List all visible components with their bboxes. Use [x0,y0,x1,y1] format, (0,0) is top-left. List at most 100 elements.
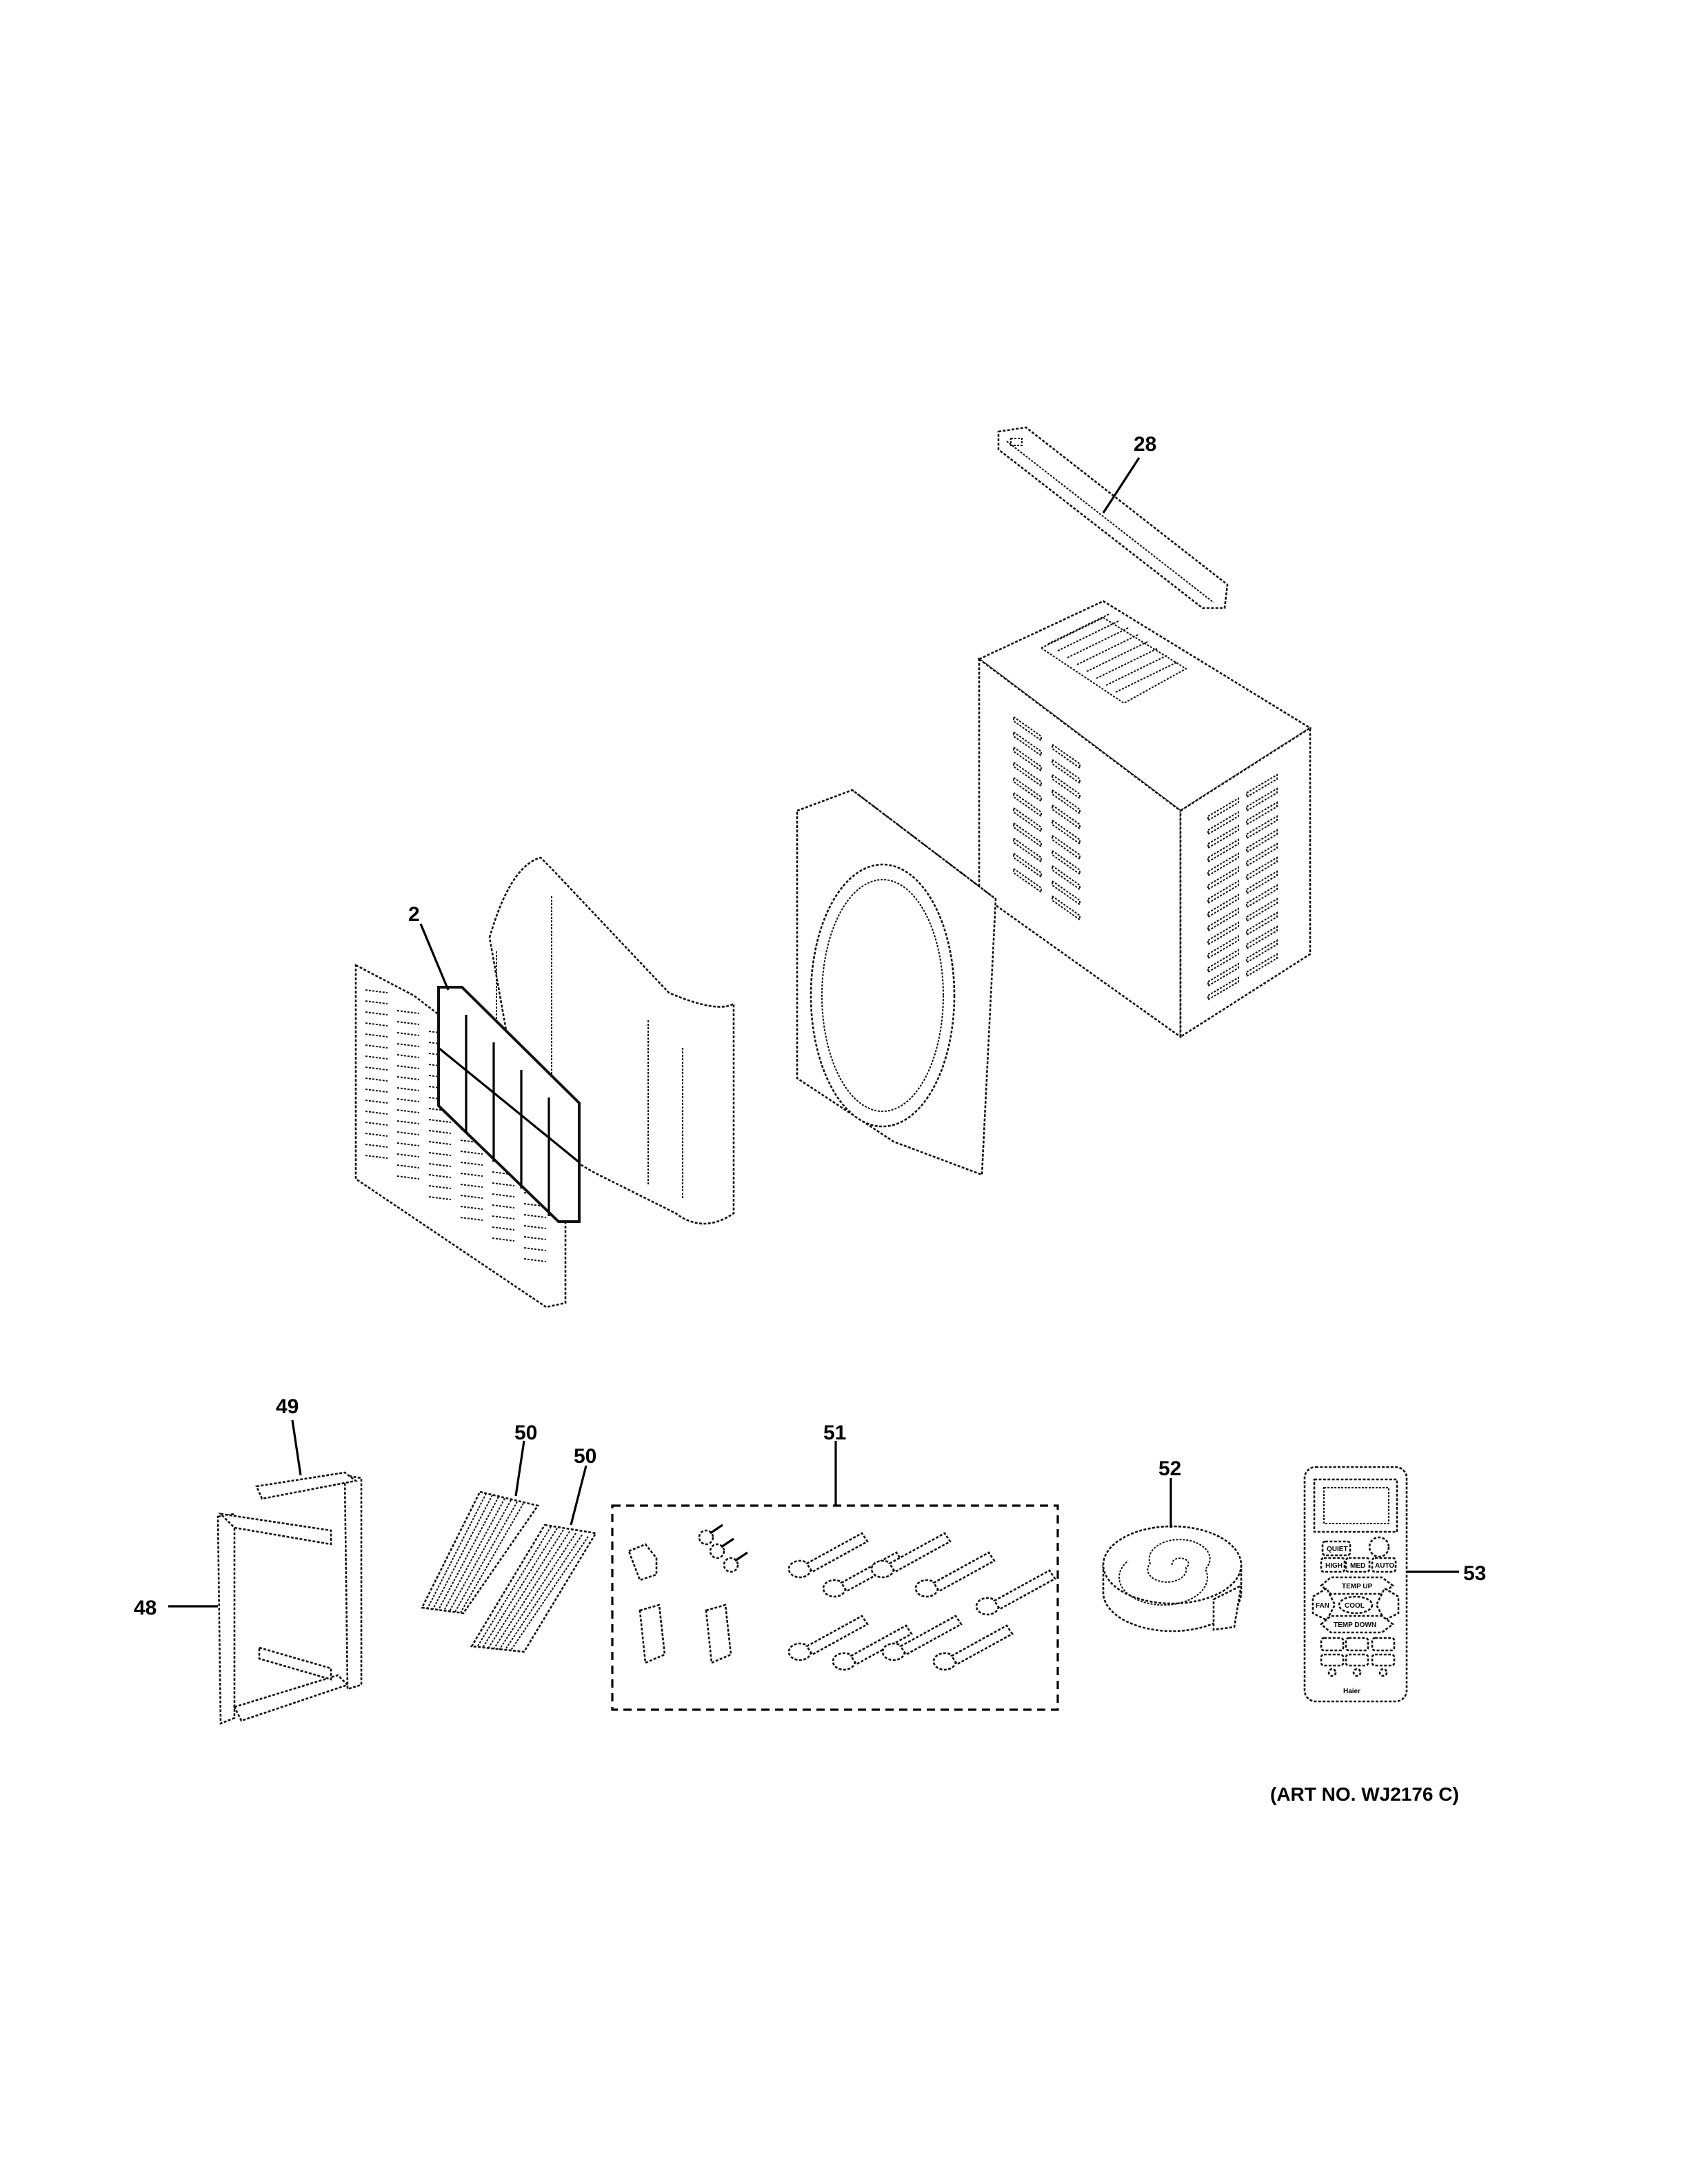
grille-slot [396,1087,420,1091]
leader-50b [570,1465,587,1526]
louver-slot [1052,758,1081,785]
louver-slot [1052,804,1081,830]
grille-slot [523,1247,547,1251]
grille-slot [523,1225,547,1229]
filter-rib [437,1046,581,1164]
grille-slot [365,1066,388,1071]
louver-slot [1052,774,1081,800]
louver-slot [1207,838,1239,863]
top-vent-mesh [1039,613,1187,705]
remote-button-quiet [1321,1540,1352,1557]
grille-slot [365,1000,388,1004]
grille-slot [365,1111,388,1115]
screw-thread [734,1551,748,1562]
grille-slot [396,1175,420,1180]
grille-slot [365,1022,388,1027]
cabinet-housing [977,600,1312,1039]
grille-slot [523,1214,547,1218]
mesh-line [1096,647,1159,679]
grille-slot [396,1131,420,1135]
power-icon [1368,1536,1390,1558]
strip-ridge [432,1495,493,1610]
strip-ridge [504,1534,583,1651]
louver-slot [1246,829,1278,853]
grille-slot [428,1141,452,1145]
grille-slot [396,1054,420,1058]
remote-label-fan: FAN [1316,1602,1329,1610]
part-53-remote-control: QUIET HIGH MED AUTO TEMP UP FAN COOL TEM… [1303,1466,1408,1703]
grille-slot [492,1226,515,1231]
louver-slot [1246,856,1278,881]
louver-slot [1207,921,1239,946]
strip-ridge [454,1501,518,1612]
louver-slot [1013,776,1042,802]
louver-slot [1013,761,1042,787]
grille-slot [396,1153,420,1157]
machine-screw [698,1529,714,1546]
grille-slot [396,1076,420,1080]
grille-slot [396,1065,420,1069]
grille-slot [460,1195,483,1199]
strip-ridge [443,1498,505,1611]
grille-slot [523,1236,547,1240]
part-48-frame [217,1471,363,1725]
mesh-line [1105,654,1169,686]
louver-slot [1207,852,1239,877]
grille-slot [460,1184,483,1188]
remote-label-temp-down: TEMP DOWN [1334,1621,1376,1629]
grille-slot [460,1151,483,1155]
grille-slot [492,1215,515,1220]
right-side-louvers [1207,774,1278,1001]
wood-screw-shank [805,1532,869,1573]
grille-slot [365,1133,388,1137]
grille-slot [396,1010,420,1014]
remote-brand-logo: Haier [1343,1688,1360,1695]
art-number: (ART NO. WJ2176 C) [1270,1783,1459,1805]
louver-slot [1207,893,1239,918]
strip-ridge [488,1529,564,1649]
wood-screw-shank [993,1569,1056,1610]
l-bracket [705,1604,732,1664]
callout-50a: 50 [514,1422,537,1444]
callout-49: 49 [276,1395,299,1418]
strip-ridge [438,1496,499,1610]
grille-slot [492,1237,515,1242]
strip-ridge [510,1536,589,1652]
grille-slot [396,1120,420,1124]
machine-screw [723,1557,739,1573]
louver-slot [1013,791,1042,818]
remote-label-temp-up: TEMP UP [1342,1583,1373,1590]
grille-slot [428,1185,452,1189]
grille-slot [396,1142,420,1146]
strip-ridge [499,1533,576,1650]
grille-slot [365,1144,388,1148]
mesh-line [1047,613,1111,645]
part-52-tape-roll [1102,1525,1243,1632]
grille-slot [365,1044,388,1049]
part-28-rail [997,426,1229,609]
fan-shroud [796,789,997,1176]
grille-slot [492,1193,515,1197]
wood-screw-shank [805,1615,869,1656]
grille-slot [428,1130,452,1134]
louver-slot [1246,801,1278,826]
louver-slot [1052,895,1081,921]
part-50-foam-strip-a [421,1490,540,1615]
grille-slot [396,1032,420,1036]
louver-slot [1207,811,1239,836]
louver-slot [1013,731,1042,757]
screw-thread [710,1524,723,1535]
strip-ridge [449,1499,512,1612]
grille-slot [428,1152,452,1156]
louver-slot [1246,953,1278,978]
machine-screw [709,1543,725,1559]
grille-slot [396,1164,420,1169]
grille-slot [365,1089,388,1093]
louver-slot [1246,842,1278,867]
screws [698,1524,1056,1671]
callout-53: 53 [1463,1562,1486,1585]
louver-slot [1013,716,1042,742]
wood-screw-shank [888,1532,952,1573]
callout-51: 51 [823,1422,846,1444]
louver-slot [1207,797,1239,822]
